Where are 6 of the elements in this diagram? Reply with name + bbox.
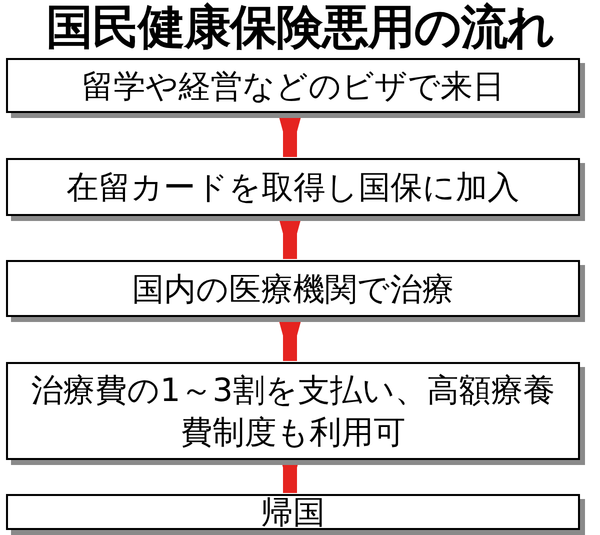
step-text: 留学や経営などのビザで来日 <box>80 66 506 106</box>
diagram-title: 国民健康保険悪用の流れ <box>45 0 555 56</box>
step-text: 在留カードを取得し国保に加入 <box>66 167 520 208</box>
step-text: 帰国 <box>260 492 326 533</box>
step-text: 治療費の1～3割を支払い、高額療養費制度も利用可 <box>30 370 556 453</box>
step-text: 国内の医療機関で治療 <box>131 268 455 310</box>
